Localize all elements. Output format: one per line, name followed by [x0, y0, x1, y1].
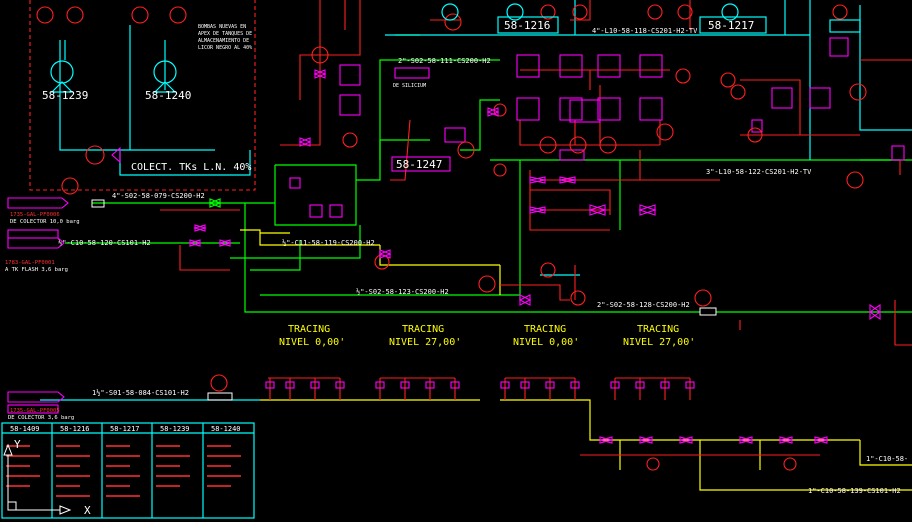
- table-header-1: 58-1409: [10, 425, 40, 433]
- pump-symbols: [50, 3, 739, 93]
- tracing-1-level: NIVEL 0,00': [279, 337, 345, 348]
- tracing-3-level: NIVEL 0,00': [513, 337, 579, 348]
- magenta-instruments: [7, 37, 905, 444]
- table-header-4: 58-1239: [160, 425, 190, 433]
- tracing-4-level: NIVEL 27,00': [623, 337, 695, 348]
- line-number-l9: 1½"-S01-58-084-CS101-H2: [92, 389, 189, 397]
- yellow-piping: [240, 229, 912, 491]
- offpage-b-text: A TK FLASH 3,6 barg: [5, 267, 68, 273]
- ucs-x-label: X: [84, 504, 91, 517]
- tracing-4-title: TRACING: [637, 324, 679, 335]
- note-line-1: BOMBAS NUEVAS EN: [198, 24, 246, 30]
- equip-tag-58-1239: 58-1239: [42, 89, 88, 102]
- equipment-boxes: [91, 16, 861, 401]
- ucs-y-label: Y: [14, 438, 21, 451]
- tracing-2-level: NIVEL 27,00': [389, 337, 461, 348]
- line-number-l6: 3"-L10-58-122-CS201-H2-TV: [706, 168, 812, 176]
- line-number-l10: 1"-C10-58-139-CS101-H2: [808, 487, 901, 495]
- equip-tag-58-1247: 58-1247: [396, 158, 442, 171]
- valve-symbols: [208, 69, 532, 306]
- offpage-a-text: DE COLECTOR 10,0 barg: [10, 219, 80, 225]
- offpage-d-text: DE SILICIUM: [393, 83, 426, 89]
- line-number-l11: 1"-C10-58-: [866, 455, 908, 463]
- line-number-l1: 4"-S02-58-079-CS200-H2: [112, 192, 205, 200]
- tracing-1-title: TRACING: [288, 324, 330, 335]
- pump-data-table: 58-1409 58-1216 58-1217 58-1239 58-1240: [1, 422, 255, 519]
- equip-tag-58-1216: 58-1216: [504, 19, 550, 32]
- offpage-b-code: 1783-GAL-PF0001: [5, 260, 55, 266]
- note-line-3: ALMACENAMIENTO DE: [198, 38, 249, 44]
- line-number-l7: ½"-S02-58-123-CS200-H2: [356, 288, 449, 296]
- collector-label: COLECT. TKs L.N. 40%: [131, 162, 251, 173]
- drawing-texts: 58-1239 58-1240 58-1216 58-1217 58-1247 …: [5, 19, 908, 495]
- note-line-2: APEX DE TANQUES DE: [198, 31, 252, 37]
- offpage-a-code: 1735-GAL-PF0006: [10, 212, 60, 218]
- line-number-l2: ½"-C10-58-120-CS101-H2: [58, 239, 151, 247]
- note-line-4: LICOR NEGRO AL 40%: [198, 45, 252, 51]
- tracing-3-title: TRACING: [524, 324, 566, 335]
- ucs-axis-icon: X Y: [3, 438, 91, 517]
- offpage-c-text: DE COLECTOR 3,6 barg: [8, 415, 74, 421]
- line-number-l5: 4"-L10-58-118-CS201-H2-TV: [592, 27, 698, 35]
- red-piping: [29, 0, 912, 456]
- table-header-5: 58-1240: [211, 425, 241, 433]
- line-number-l8: 2"-S02-58-128-CS200-H2: [597, 301, 690, 309]
- offpage-connectors: [7, 146, 121, 403]
- line-number-l3: ½"-C11-58-119-CS200-H2: [282, 239, 375, 247]
- offpage-c-code: 1735-GAL-PF0005: [10, 408, 60, 414]
- table-header-2: 58-1216: [60, 425, 90, 433]
- line-number-l4: 2"-S02-58-111-CS200-H2: [398, 57, 491, 65]
- tracing-manifolds: [265, 377, 695, 400]
- table-header-3: 58-1217: [110, 425, 140, 433]
- equip-tag-58-1240: 58-1240: [145, 89, 191, 102]
- tracing-2-title: TRACING: [402, 324, 444, 335]
- equip-tag-58-1217: 58-1217: [708, 19, 754, 32]
